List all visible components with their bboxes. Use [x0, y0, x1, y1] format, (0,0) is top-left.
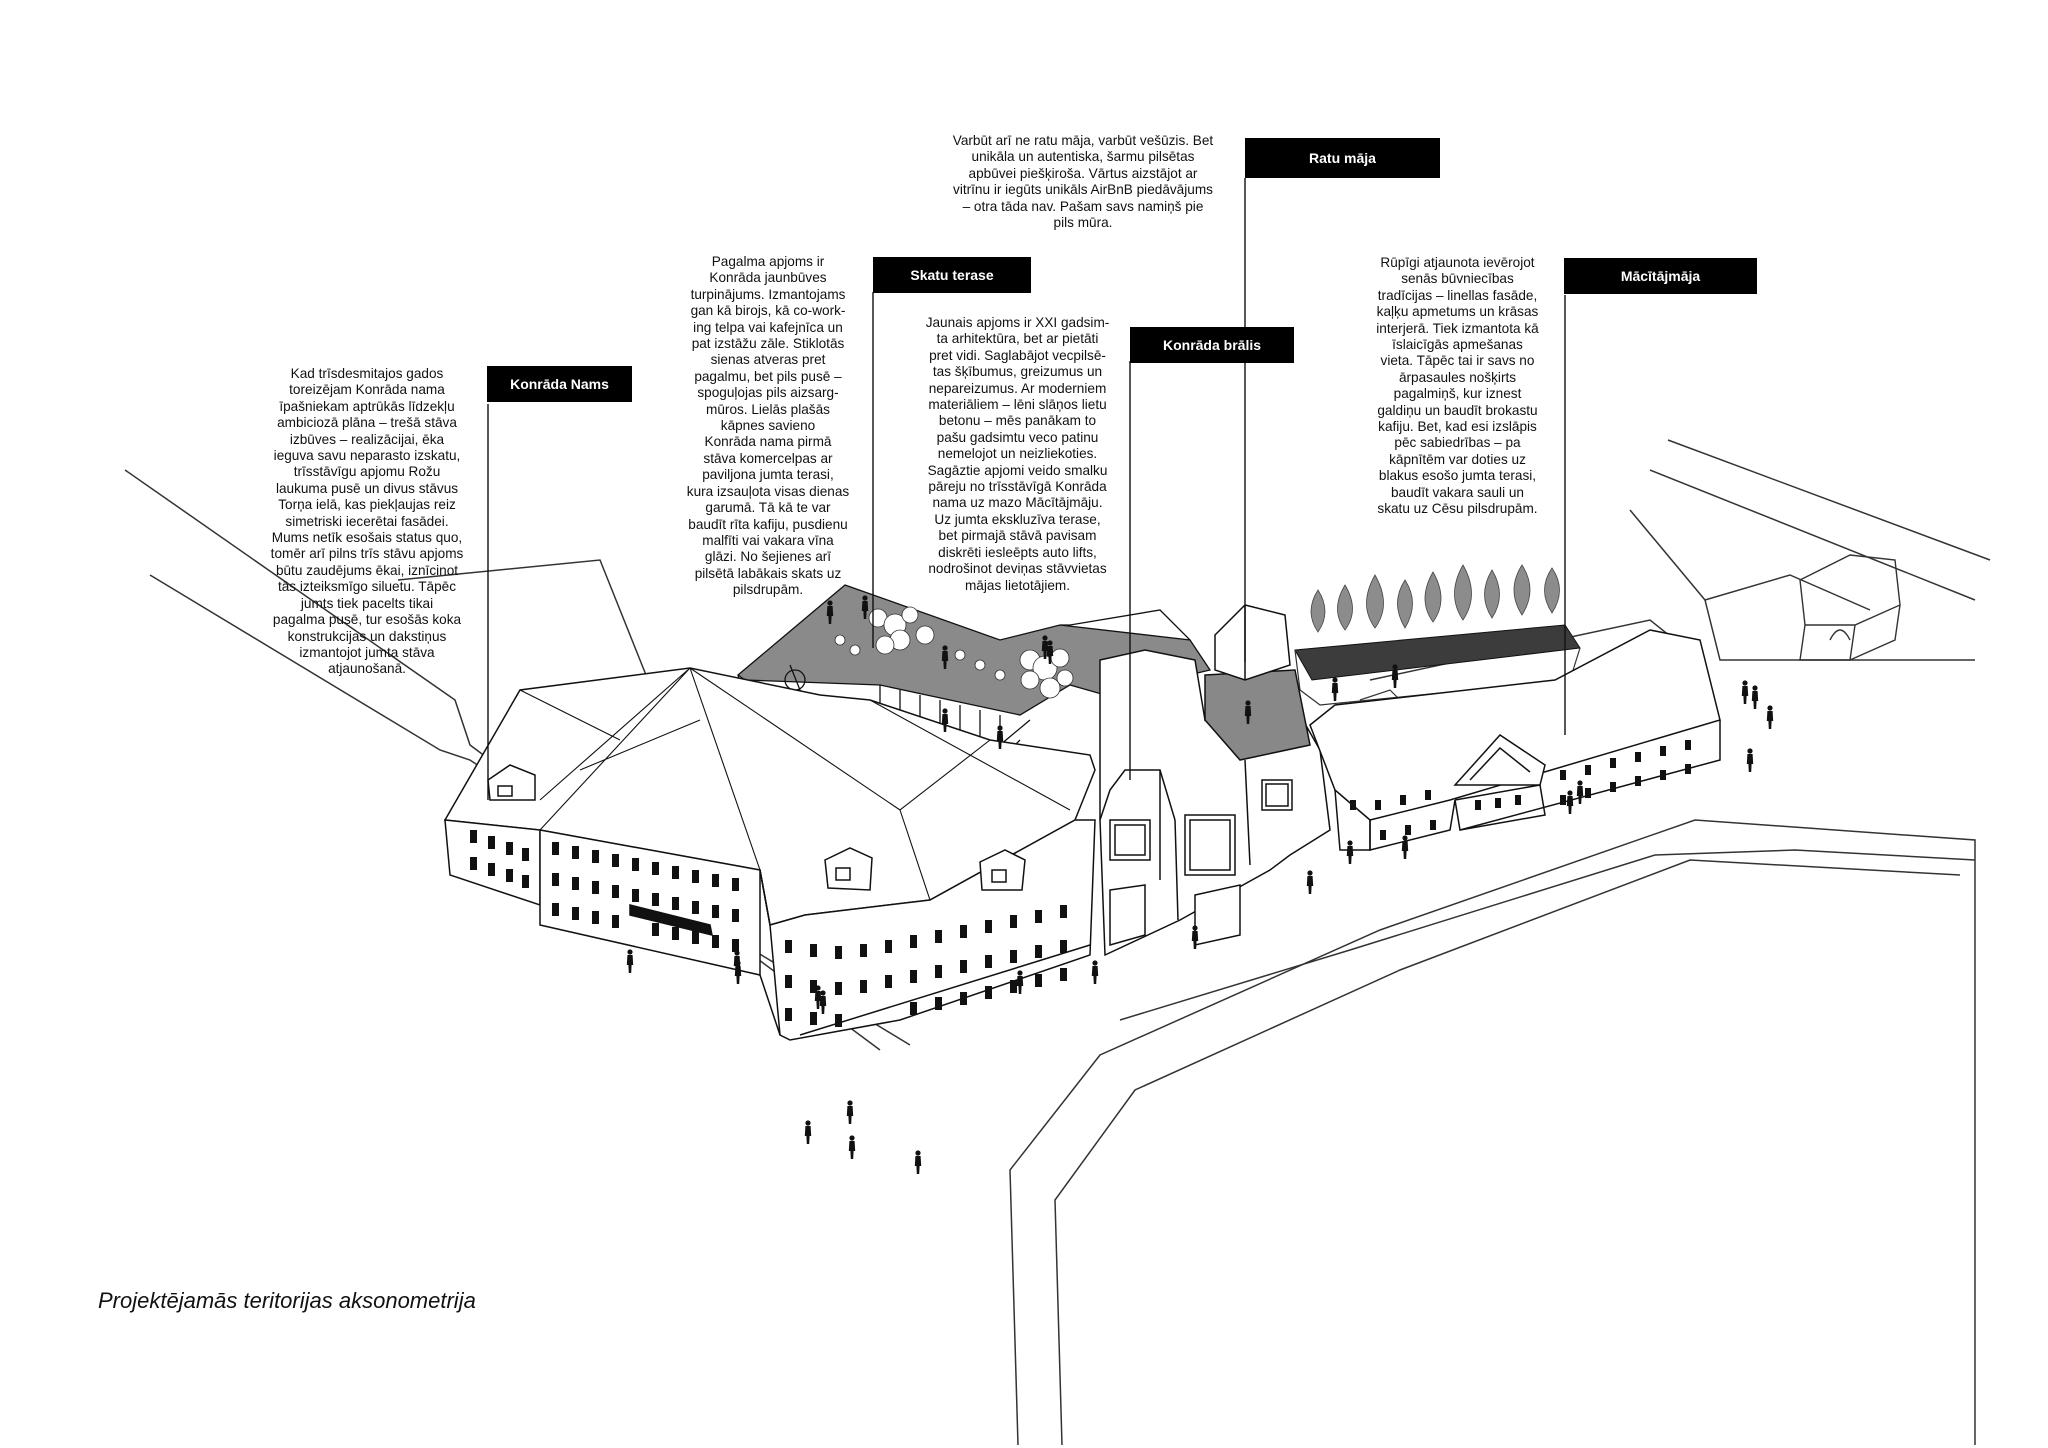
courtyard-wall: [1294, 647, 1581, 706]
callout-skatu-terase-title: Skatu terase: [873, 257, 1031, 293]
trees: [1310, 564, 1560, 633]
courtyard-line: [1359, 689, 1401, 701]
pergola-panel: [1294, 624, 1581, 681]
konrada-nams-building: [443, 667, 1096, 1041]
callout-ratu-maja-title: Ratu māja: [1245, 138, 1440, 178]
callout-konrada-nams-text: Kad trīsdesmitajos gados toreizējam Konr…: [270, 366, 464, 677]
castle-wall: [1799, 554, 1901, 661]
callout-konrada-bralis-text: Jaunais apjoms ir XXI gadsim- ta arhitek…: [925, 315, 1110, 593]
callout-konrada-nams-title: Konrāda Nams: [487, 366, 632, 402]
leader-lines: [487, 178, 1566, 800]
drawing-caption: Projektējamās teritorijas aksonometrija: [98, 1288, 476, 1313]
callout-skatu-terase-text: Pagalma apjoms ir Konrāda jaunbūves turp…: [686, 254, 850, 598]
callout-macitajmaja-title: Mācītājmāja: [1564, 258, 1757, 294]
callout-ratu-maja-text: Varbūt arī ne ratu māja, varbūt vešūzis.…: [952, 133, 1214, 231]
callout-konrada-bralis-title: Konrāda brālis: [1130, 327, 1294, 363]
macitajmaja-building: [1309, 629, 1721, 851]
callout-macitajmaja-text: Rūpīgi atjaunota ievērojot senās būvniec…: [1376, 255, 1539, 517]
